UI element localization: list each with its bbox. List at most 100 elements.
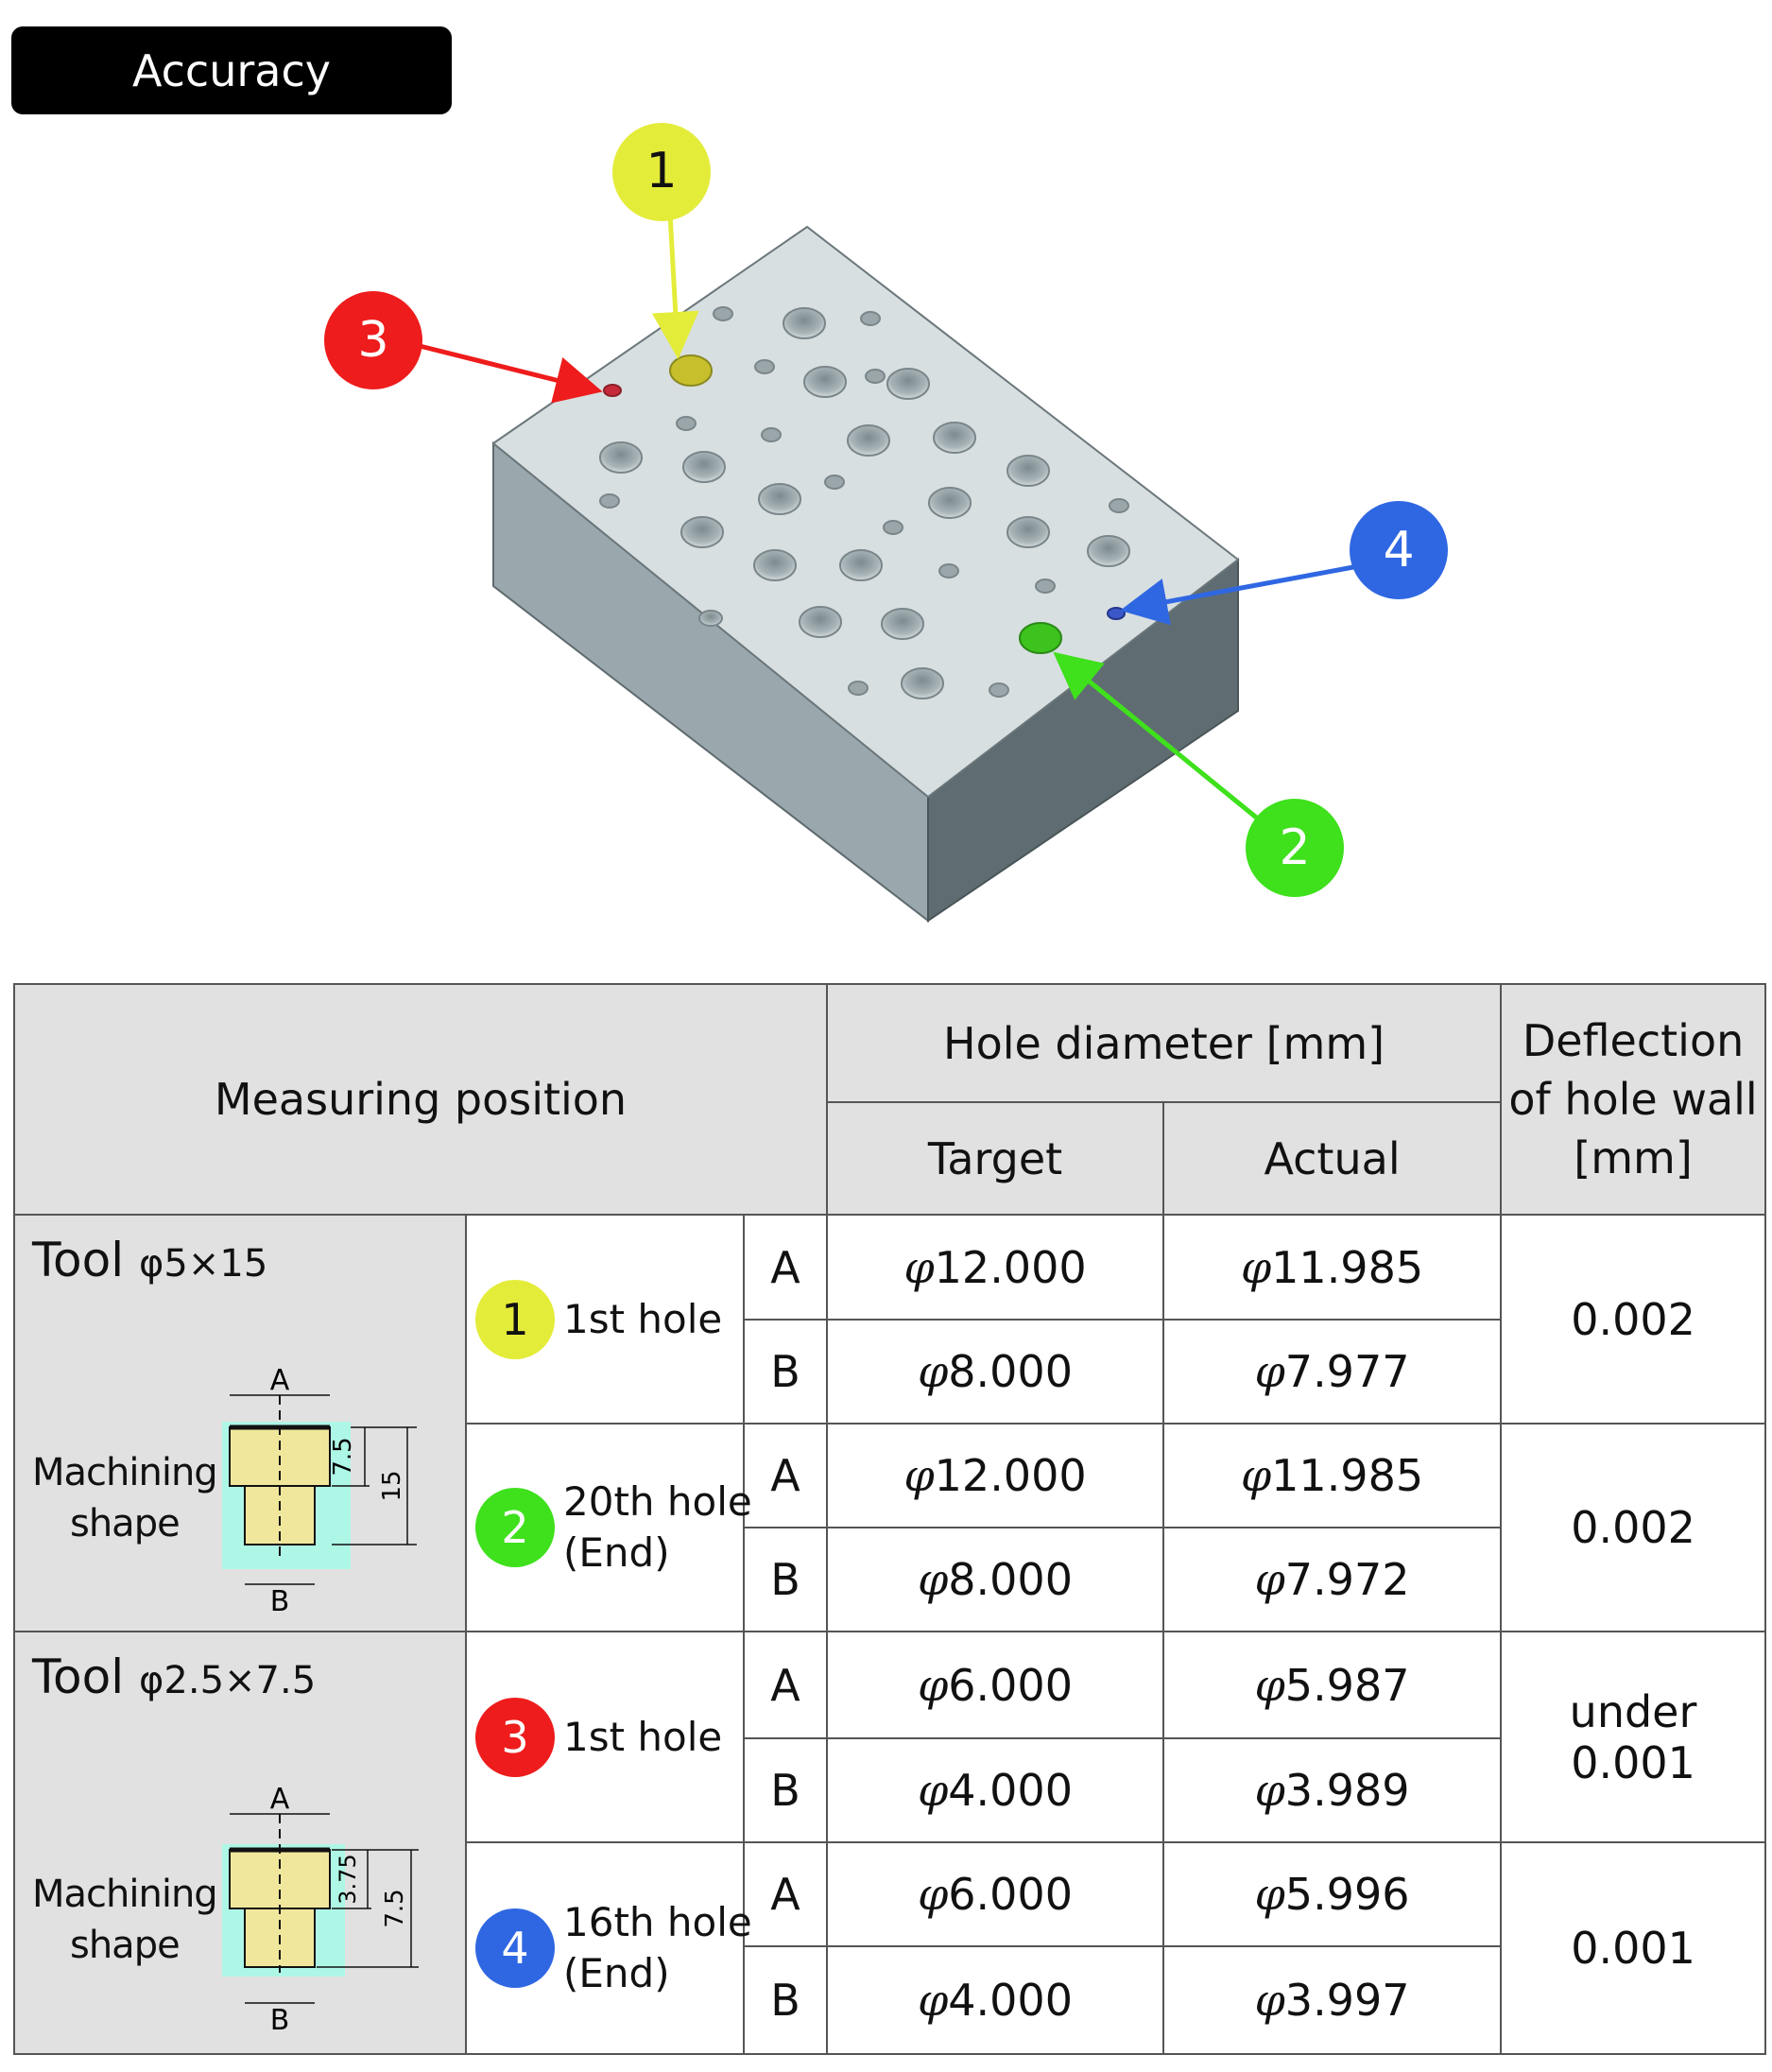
actual-value: 3.997 [1284,1975,1410,2026]
hole-label-3-line1: 1st hole [563,1713,723,1760]
phi-symbol: φ [903,1241,935,1293]
hole-label-1: 1st hole [563,1294,722,1345]
actual-cell: φ3.997 [1162,1945,1503,2055]
phi-symbol: φ [1240,1450,1272,1501]
tool-dimension: φ5×15 [139,1242,268,1286]
target-cell: φ12.000 [826,1214,1165,1321]
phi-symbol: φ [1254,1554,1285,1605]
phi-symbol: φ [918,1346,949,1397]
hole-badge-4: 4 [475,1908,555,1988]
actual-value: 3.989 [1284,1765,1410,1816]
actual-value: 11.985 [1271,1241,1424,1293]
header-deflection: Deflection of hole wall [mm] [1500,983,1767,1216]
machining-line1: Machining [32,1873,218,1916]
tool-cell-5x15: Tool φ5×15 Machining shape A [13,1214,467,1632]
target-value: 8.000 [948,1346,1073,1397]
pos-cell: B [742,1319,829,1424]
machining-shape-diagram: A B 3.75 7.5 [222,1783,419,2037]
machining-line1: Machining [32,1451,218,1494]
shape-label-total: 15 [378,1470,406,1501]
pos-cell: A [742,1841,829,1947]
target-value: 4.000 [948,1975,1073,2026]
machining-shape-label: Machining shape [32,1447,218,1549]
target-value: 12.000 [934,1241,1087,1293]
phi-symbol: φ [918,1975,949,2026]
actual-cell: φ5.996 [1162,1841,1503,1947]
hole-label-4-line2: (End) [563,1950,670,1996]
target-cell: φ4.000 [826,1737,1165,1843]
callout-1-number: 1 [645,143,677,199]
hole-badge-3: 3 [475,1697,555,1777]
phi-symbol: φ [918,1659,949,1711]
pos-cell: B [742,1527,829,1632]
callout-4-number: 4 [1383,522,1414,578]
phi-symbol: φ [1254,1765,1285,1816]
tool-title: Tool φ2.5×7.5 [32,1649,316,1704]
tool-label: Tool [32,1233,125,1287]
section-title: Accuracy [131,44,331,96]
accuracy-table: Measuring position Hole diameter [mm] De… [12,983,1767,2055]
tool-cell-2_5x7_5: Tool φ2.5×7.5 Machining shape A [13,1631,467,2055]
target-value: 6.000 [948,1659,1073,1711]
header-target: Target [826,1101,1165,1216]
hole-pattern [599,306,1130,699]
phi-symbol: φ [1254,1975,1285,2026]
shape-label-b: B [270,2004,290,2037]
target-value: 8.000 [948,1554,1073,1605]
target-cell: φ6.000 [826,1841,1165,1947]
machining-line2: shape [69,1502,181,1545]
phi-symbol: φ [918,1554,949,1605]
phi-symbol: φ [1254,1869,1285,1920]
actual-cell: φ11.985 [1162,1214,1503,1321]
header-deflection-line2: of hole wall [1508,1074,1758,1125]
target-cell: φ4.000 [826,1945,1165,2055]
deflection-cell: 0.002 [1500,1423,1767,1632]
actual-value: 7.977 [1284,1346,1410,1397]
actual-cell: φ5.987 [1162,1631,1503,1739]
pos-cell: A [742,1423,829,1528]
pos-cell: B [742,1945,829,2055]
header-hole-diameter: Hole diameter [mm] [826,983,1503,1103]
workpiece-illustration: 1 2 3 4 [324,123,1448,924]
phi-symbol: φ [903,1450,935,1501]
machining-shape-diagram: A B 7.5 15 [222,1364,417,1618]
header-measuring-position: Measuring position [12,983,829,1216]
actual-value: 5.996 [1284,1869,1410,1920]
hole-cell-3: 3 1st hole [465,1631,745,1843]
hole-label-1-line1: 1st hole [563,1295,723,1342]
callout-4: 4 [1350,501,1448,599]
target-value: 4.000 [948,1765,1073,1816]
shape-label-step: 3.75 [335,1854,361,1904]
machining-shape-label: Machining shape [32,1869,218,1971]
header-actual: Actual [1162,1101,1503,1216]
target-cell: φ6.000 [826,1631,1165,1739]
target-cell: φ8.000 [826,1527,1165,1632]
hole-cell-4: 4 16th hole (End) [465,1841,752,2055]
shape-label-step: 7.5 [329,1437,357,1476]
actual-cell: φ3.989 [1162,1737,1503,1843]
phi-symbol: φ [1240,1241,1272,1293]
callout-3-number: 3 [357,312,388,369]
target-cell: φ8.000 [826,1319,1165,1424]
tool-label: Tool [32,1649,125,1704]
target-value: 12.000 [934,1450,1087,1501]
machining-line2: shape [69,1924,181,1967]
target-cell: φ12.000 [826,1423,1165,1528]
hole-label-2-line2: (End) [563,1529,670,1576]
callout-2: 2 [1246,799,1344,897]
actual-value: 5.987 [1284,1659,1410,1711]
callout-1: 1 [612,123,711,221]
hole-badge-1: 1 [475,1279,555,1359]
phi-symbol: φ [918,1869,949,1920]
tool-title: Tool φ5×15 [32,1233,267,1287]
hole-cell-1: 1 1st hole [465,1214,745,1424]
actual-cell: φ11.985 [1162,1423,1503,1528]
actual-cell: φ7.977 [1162,1319,1503,1424]
hole-label-4-line1: 16th hole [563,1899,752,1945]
shape-label-a: A [270,1364,290,1397]
phi-symbol: φ [918,1765,949,1816]
deflection-cell: under 0.001 [1500,1631,1767,1843]
tool-dimension: φ2.5×7.5 [139,1659,317,1702]
callout-2-number: 2 [1279,820,1310,876]
actual-value: 11.985 [1271,1450,1424,1501]
